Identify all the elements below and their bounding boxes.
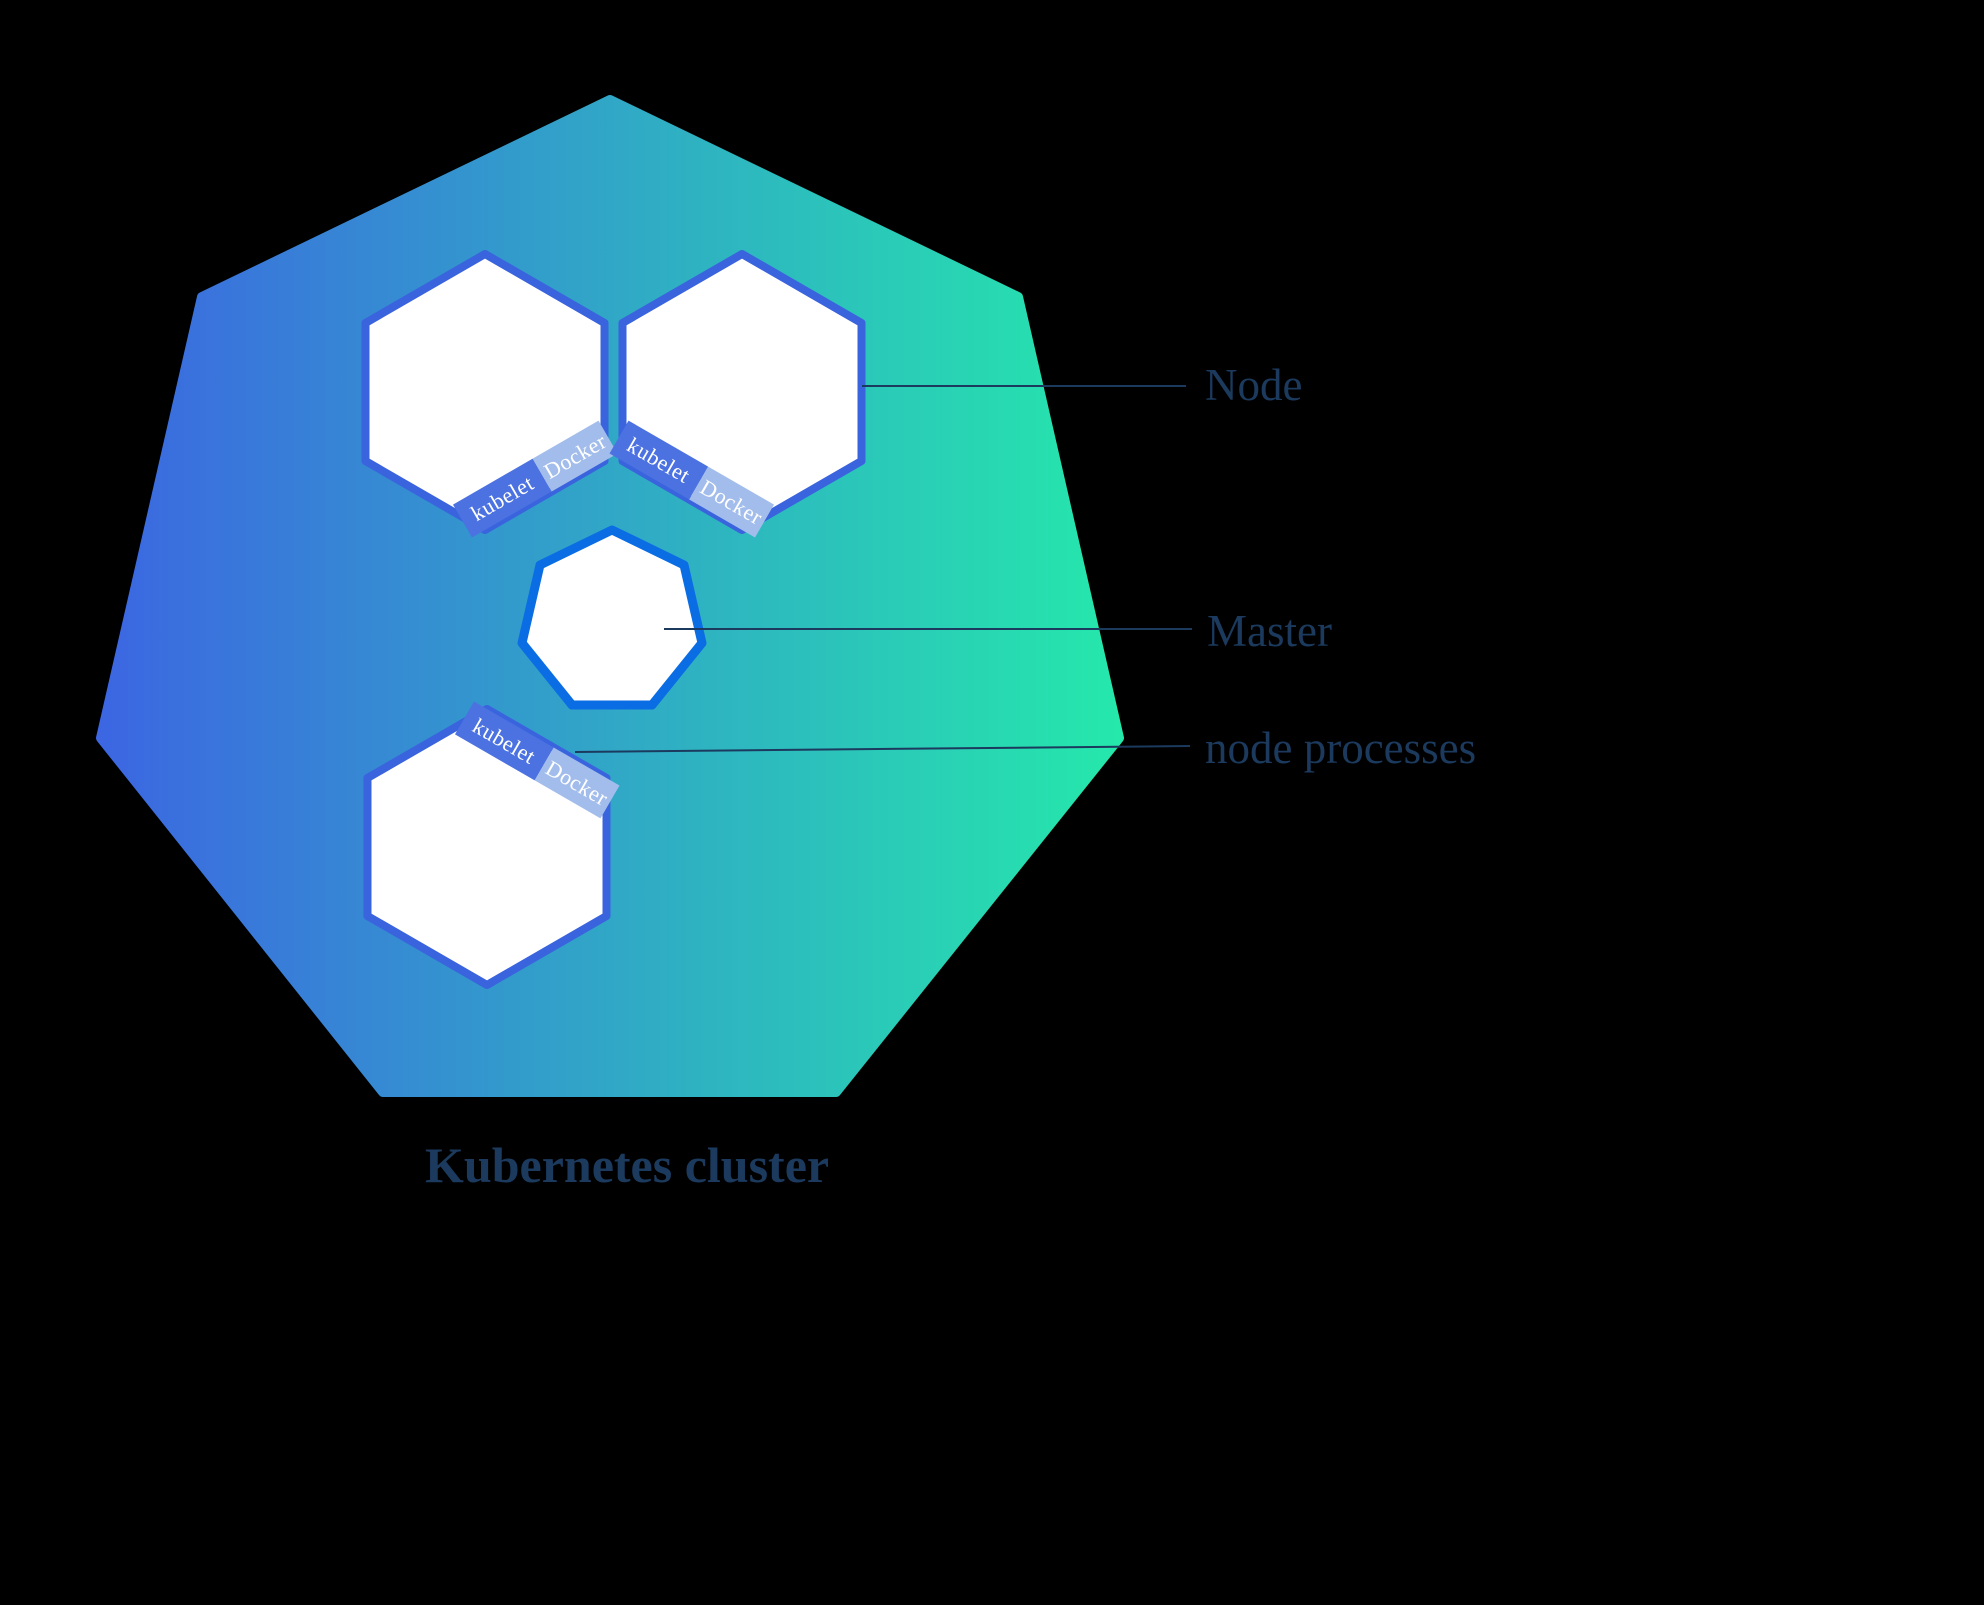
node-callout-label: Node	[1205, 360, 1302, 410]
node-processes-callout-label: node processes	[1205, 723, 1476, 773]
master-heptagon	[517, 525, 707, 710]
docker-band	[534, 747, 620, 819]
kubelet-band	[455, 701, 554, 781]
kubelet-band	[609, 420, 709, 500]
node-processes-callout-line	[574, 745, 1191, 753]
master-callout-label: Master	[1207, 606, 1332, 656]
kubelet-band	[453, 458, 552, 538]
docker-band	[689, 466, 774, 538]
cluster-title: Kubernetes cluster	[425, 1137, 829, 1193]
docker-band	[532, 420, 618, 492]
